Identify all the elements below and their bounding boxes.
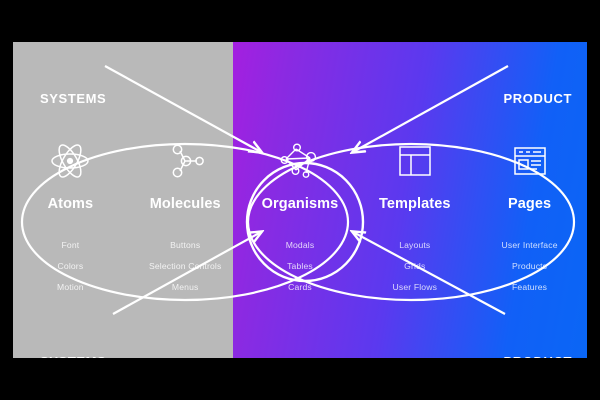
stage-title: Molecules [149, 196, 221, 212]
wireframe-layout-icon [394, 138, 436, 184]
stage-title: Atoms [47, 196, 94, 212]
list-item: User Flows [392, 282, 438, 292]
stage-title: Templates [379, 196, 451, 212]
arrow-systems-bottom [112, 232, 261, 315]
list-item: User Interface [501, 240, 558, 250]
stage-title: Pages [507, 196, 552, 212]
list-item: Tables [287, 261, 313, 271]
list-item: Colors [57, 261, 84, 271]
stage-templates[interactable]: Templates Layouts Grids User Flows [357, 42, 472, 358]
molecule-icon [164, 138, 206, 184]
diagram-panel: Atoms Font Colors Motion [13, 42, 587, 358]
arrow-systems-top [104, 65, 261, 152]
callout-systems-top: SYSTEMS [40, 91, 107, 106]
arrow-product-top [353, 65, 509, 152]
stage-item-list: Layouts Grids User Flows [393, 240, 437, 292]
diagram-overlay [20, 65, 576, 315]
stage-molecules[interactable]: Molecules Buttons Selection Controls Men… [128, 42, 243, 358]
list-item: Products [512, 261, 548, 271]
stage-columns: Atoms Font Colors Motion [13, 42, 587, 358]
arrow-product-bottom [353, 232, 506, 315]
organism-network-icon [277, 138, 323, 184]
list-item: Features [512, 282, 548, 292]
atom-icon [49, 138, 91, 184]
list-item: Grids [404, 261, 426, 271]
list-item: Modals [285, 240, 315, 250]
browser-window-icon [509, 138, 551, 184]
stage-item-list: Font Colors Motion [57, 240, 84, 292]
stage-title: Organisms [261, 196, 339, 212]
stage-item-list: Modals Tables Cards [286, 240, 315, 292]
callout-systems-bottom: SYSTEMS [40, 354, 106, 358]
systems-background [13, 42, 233, 358]
stage-item-list: User Interface Products Features [502, 240, 558, 292]
list-item: Cards [288, 282, 312, 292]
list-item: Motion [57, 282, 84, 292]
list-item: Buttons [170, 240, 201, 250]
callout-product-bottom: PRODUCT [504, 354, 572, 358]
list-item: Menus [171, 282, 199, 292]
list-item: Layouts [399, 240, 431, 250]
list-item: Font [61, 240, 80, 250]
callout-product-top: PRODUCT [503, 91, 572, 106]
stage-atoms[interactable]: Atoms Font Colors Motion [13, 42, 128, 358]
stage-pages[interactable]: Pages User Interface Products Features [472, 42, 587, 358]
stage-item-list: Buttons Selection Controls Menus [149, 240, 221, 292]
product-gradient-background [233, 42, 587, 358]
systems-ellipse [20, 142, 350, 302]
stage-organisms[interactable]: Organisms Modals Tables Cards [243, 42, 358, 358]
list-item: Selection Controls [148, 261, 222, 271]
